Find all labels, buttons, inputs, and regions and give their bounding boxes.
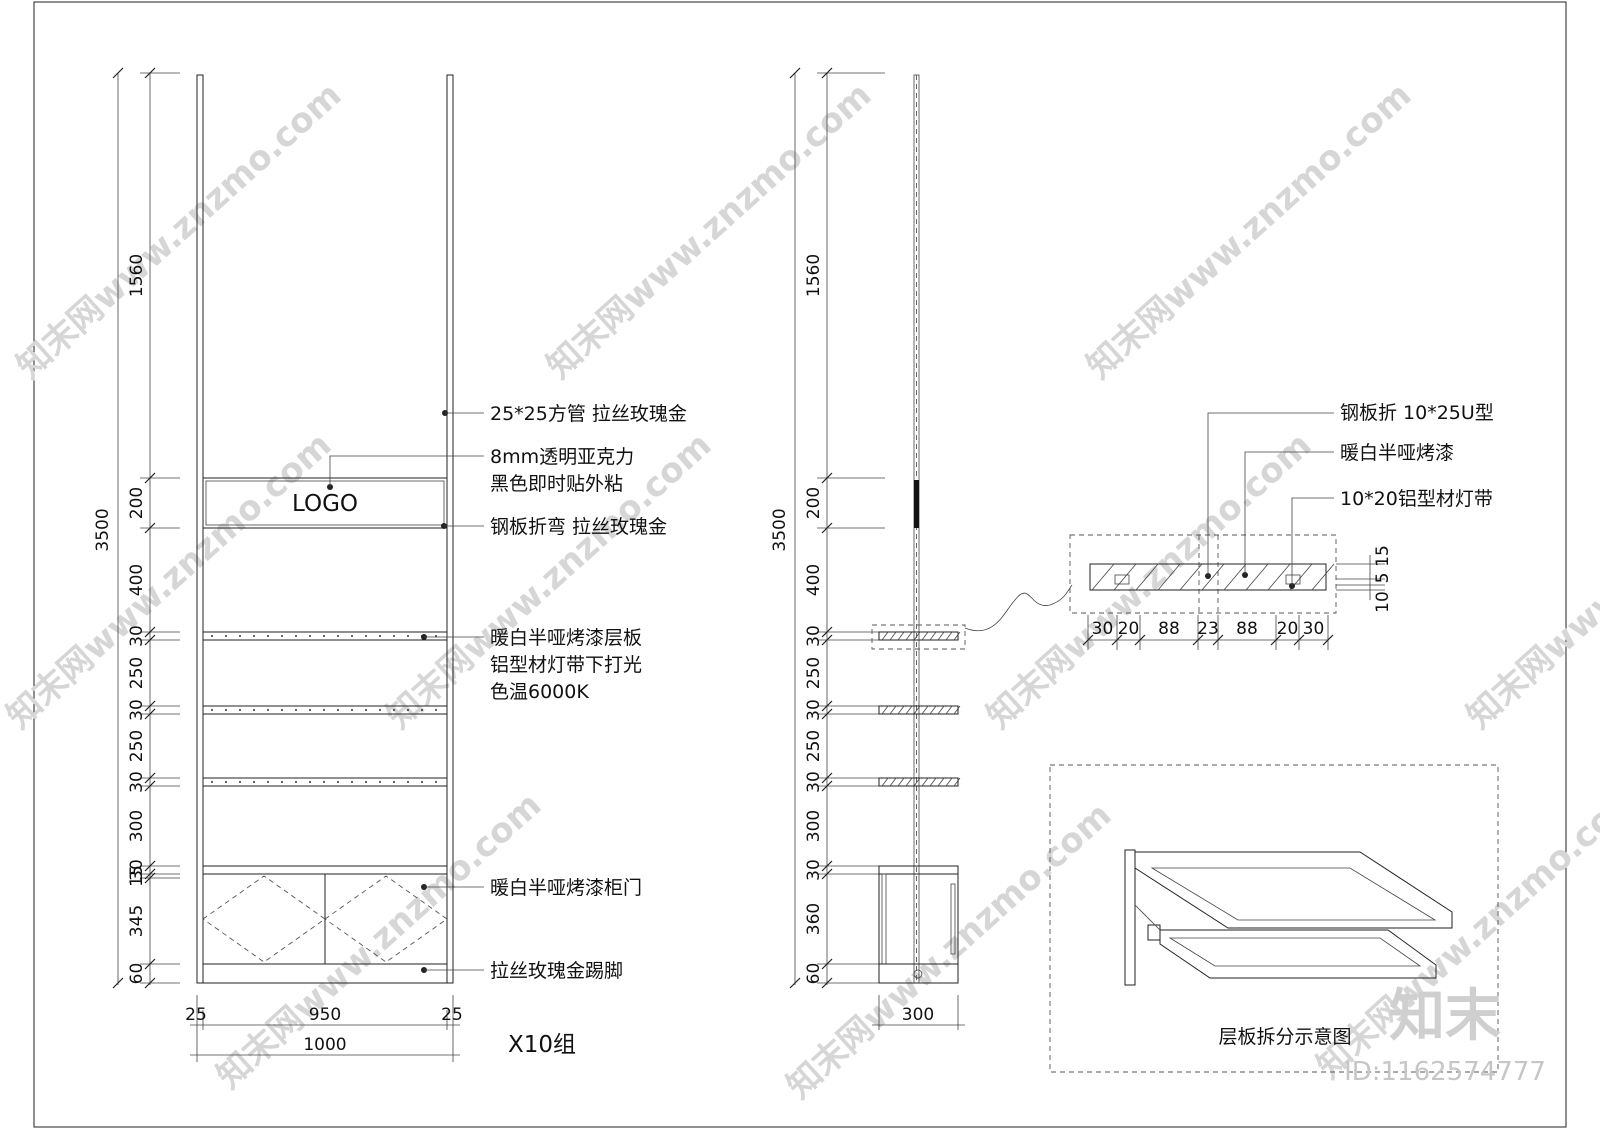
watermark: 知末网www.znzmo.com (979, 425, 1319, 737)
svg-text:铝型材灯带下打光: 铝型材灯带下打光 (490, 654, 642, 676)
height-segment-dim: 60 (127, 963, 147, 985)
height-segment-dim: 345 (127, 905, 147, 937)
height-segment-dim: 30 (804, 771, 824, 793)
height-segment-dim: 30 (127, 771, 147, 793)
shelf (202, 705, 448, 715)
detail-width-dim: 30 (1092, 619, 1114, 639)
side-view: 3500 1560 200 400 30 250 30 250 30 300 30 360 60 30… (770, 67, 1073, 1030)
callout: 暖白半哑烤漆柜门 (421, 877, 642, 899)
svg-text:色温6000K: 色温6000K (490, 681, 589, 703)
group-label: X10组 (508, 1032, 576, 1058)
detail-callout: 钢板折 10*25U型 (1340, 402, 1494, 424)
svg-text:暖白半哑烤漆柜门: 暖白半哑烤漆柜门 (490, 877, 642, 899)
height-segment-dim: 30 (127, 699, 147, 721)
height-segment-dim: 250 (127, 730, 147, 762)
svg-text:黑色即时贴外粘: 黑色即时贴外粘 (490, 473, 623, 495)
callout: 拉丝玫瑰金踢脚 (421, 960, 623, 982)
height-segment-dim: 60 (804, 963, 824, 985)
exploded-caption: 层板拆分示意图 (1218, 1026, 1351, 1048)
height-segment-dim: 250 (804, 657, 824, 689)
svg-text:8mm透明亚克力: 8mm透明亚克力 (490, 446, 634, 468)
side-shelf (878, 777, 959, 787)
overall-height-dim: 3500 (93, 508, 113, 551)
detail-callout: 暖白半哑烤漆 (1340, 442, 1454, 464)
kickplate (202, 963, 448, 984)
side-acrylic (914, 480, 919, 528)
cabinet-door-right (324, 875, 448, 963)
callout: 25*25方管 拉丝玫瑰金 (442, 403, 687, 425)
logo-panel (202, 477, 448, 529)
svg-text:25*25方管 拉丝玫瑰金: 25*25方管 拉丝玫瑰金 (490, 403, 687, 425)
thickness-dim: 10 (1373, 591, 1393, 613)
height-segment-dim: 250 (127, 657, 147, 689)
height-segment-dim: 30 (804, 859, 824, 881)
watermark: 知末网www.znzmo.com (1459, 425, 1600, 737)
height-segment-dim: 400 (127, 564, 147, 596)
height-segment-dim: 15 (127, 865, 147, 887)
svg-text:钢板折弯 拉丝玫瑰金: 钢板折弯 拉丝玫瑰金 (490, 516, 667, 538)
callout: 暖白半哑烤漆层板 铝型材灯带下打光 色温6000K (421, 627, 642, 703)
height-segment-dim: 200 (127, 487, 147, 519)
brand-mark: 知末 (1389, 984, 1501, 1049)
detail-width-dim: 23 (1197, 619, 1219, 639)
height-segment-dim: 250 (804, 730, 824, 762)
detail-width-dim: 20 (1118, 619, 1140, 639)
detail-width-dim: 88 (1158, 619, 1180, 639)
thickness-dim: 5 (1373, 573, 1393, 584)
right-post (446, 74, 454, 984)
detail-connector (964, 584, 1073, 631)
height-segment-dim: 30 (804, 625, 824, 647)
exploded-view: 层板拆分示意图 (1049, 764, 1499, 1073)
height-segment-dim: 30 (804, 699, 824, 721)
width-dim-right: 25 (441, 1005, 463, 1025)
front-view: 3500 1560200400302503025030300301534560 … (93, 67, 687, 1062)
detail-width-dim: 88 (1236, 619, 1258, 639)
height-segment-dim: 30 (127, 859, 147, 881)
shelf (202, 777, 448, 787)
height-segment-dim: 360 (804, 903, 824, 935)
watermark: 知末网www.znzmo.com (0, 425, 339, 737)
watermark: 知末网www.znzmo.com (539, 75, 879, 387)
side-overall-height-dim: 3500 (770, 508, 790, 551)
side-shelf (878, 631, 959, 641)
height-segment-dim: 30 (127, 625, 147, 647)
side-shelf (878, 705, 959, 715)
height-segment-dim: 300 (804, 810, 824, 842)
shelf-detail: 钢板折 10*25U型 暖白半哑烤漆 10*20铝型材灯带 15 5 10 30… (1069, 402, 1494, 650)
depth-dim: 300 (902, 1005, 934, 1025)
height-segment-dim: 200 (804, 487, 824, 519)
height-segment-dim: 1560 (127, 254, 147, 297)
watermark-layer: 知末网www.znzmo.com 知末网www.znzmo.com 知末网www… (0, 75, 1600, 1107)
watermark: 知末网www.znzmo.com (779, 795, 1119, 1107)
height-segment-dim: 400 (804, 564, 824, 596)
logo-text: LOGO (292, 491, 358, 517)
height-segment-dim: 1560 (804, 254, 824, 297)
id-text: ID:1162574777 (1344, 1057, 1546, 1087)
width-dim-left: 25 (185, 1005, 207, 1025)
svg-text:拉丝玫瑰金踢脚: 拉丝玫瑰金踢脚 (490, 960, 623, 982)
thickness-dim: 15 (1373, 545, 1393, 567)
height-segment-dim: 300 (127, 810, 147, 842)
width-dim-middle: 950 (309, 1005, 341, 1025)
detail-width-dim: 20 (1277, 619, 1299, 639)
overall-width-dim: 1000 (303, 1035, 346, 1055)
detail-width-dim: 30 (1303, 619, 1325, 639)
watermark: 知末网www.znzmo.com (209, 785, 549, 1097)
watermark: 知末网www.znzmo.com (9, 75, 349, 387)
callout: 8mm透明亚克力 黑色即时贴外粘 (327, 446, 634, 495)
svg-text:暖白半哑烤漆层板: 暖白半哑烤漆层板 (490, 627, 642, 649)
watermark: 知末网www.znzmo.com (1079, 75, 1419, 387)
cabinet-door-left (202, 875, 326, 963)
shelf (202, 631, 448, 641)
callout: 钢板折弯 拉丝玫瑰金 (441, 516, 667, 538)
sheet-border (33, 1, 1567, 1128)
detail-callout: 10*20铝型材灯带 (1340, 488, 1493, 510)
left-post (196, 74, 204, 984)
shelf (202, 865, 448, 875)
